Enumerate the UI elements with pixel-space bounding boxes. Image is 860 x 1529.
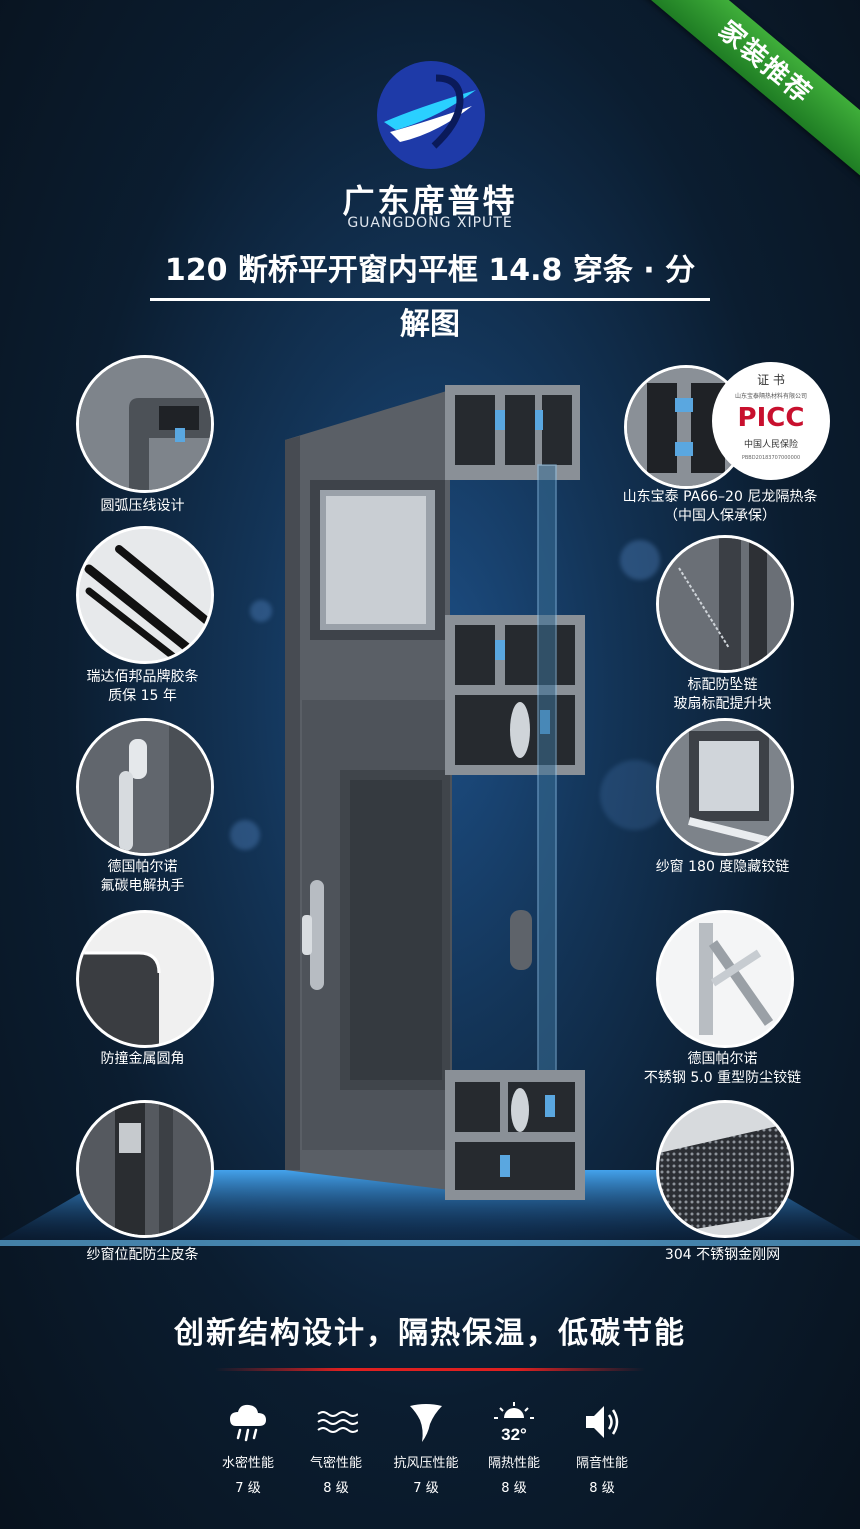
dust-strip-icon <box>79 1103 211 1235</box>
bokeh-light <box>250 600 272 622</box>
steel-hinge-icon <box>659 913 791 1045</box>
feature-caption-left-1: 圆弧压线设计 <box>100 498 185 514</box>
slogan-underline <box>215 1368 645 1371</box>
air-waves-icon <box>317 1411 358 1433</box>
perf-name: 气密性能 <box>309 1456 362 1471</box>
feature-caption-right-3: 纱窗 180 度隐藏铰链 <box>655 859 790 875</box>
sun-temperature-icon: 32° <box>494 1402 534 1444</box>
perf-wind-pressure: 抗风压性能 7 级 <box>376 1400 476 1496</box>
feature-circle-hidden-hinge <box>656 718 794 856</box>
brand-name-en: GUANGDONG XIPUTE <box>347 215 513 231</box>
picc-logo: PICC <box>737 403 805 433</box>
frame-profile-middle <box>445 615 585 775</box>
metal-corner-icon <box>79 913 211 1045</box>
perf-level: 7 级 <box>413 1481 439 1496</box>
perf-level: 8 级 <box>323 1481 349 1496</box>
window-handle <box>310 880 324 990</box>
brand-name-cn: 广东席普特 <box>342 182 518 220</box>
perf-level: 7 级 <box>235 1481 261 1496</box>
perf-level: 8 级 <box>589 1481 615 1496</box>
perf-level: 8 级 <box>501 1481 527 1496</box>
feature-caption-right-4: 德国帕尔诺 不锈钢 5.0 重型防尘铰链 <box>643 1051 802 1086</box>
bokeh-light <box>230 820 260 850</box>
feature-caption-left-2: 瑞达佰邦品牌胶条 质保 15 年 <box>86 669 199 704</box>
feature-circle-metal-corner <box>76 910 214 1048</box>
feature-circle-frame-corner <box>76 355 214 493</box>
temperature-label: 32° <box>501 1425 527 1444</box>
feature-circle-handle <box>76 718 214 856</box>
perf-air-tightness: 气密性能 8 级 <box>286 1400 386 1496</box>
feature-circle-steel-mesh <box>656 1100 794 1238</box>
feature-circle-rubber-seal <box>76 526 214 664</box>
insulated-glass <box>537 464 557 1086</box>
perf-thermal-insulation: 32° 隔热性能 8 级 <box>464 1400 564 1496</box>
feature-circle-steel-hinge <box>656 910 794 1048</box>
hidden-hinge-icon <box>659 721 791 853</box>
rain-cloud-icon <box>230 1404 266 1442</box>
brand-logo-icon <box>377 61 485 169</box>
safety-chain-icon <box>659 538 791 670</box>
handle-icon <box>79 721 211 853</box>
perf-name: 隔热性能 <box>487 1456 540 1471</box>
feature-circle-safety-chain <box>656 535 794 673</box>
rubber-seal-icon <box>79 529 211 661</box>
frame-profile-top <box>445 385 580 480</box>
certificate-subtitle: 中国人民保险 <box>743 440 798 450</box>
feature-caption-right-2: 标配防坠链 玻扇标配提升块 <box>673 677 772 712</box>
frame-corner-icon <box>79 358 211 490</box>
recommend-ribbon: 家装推荐 <box>622 0 860 189</box>
steel-mesh-icon <box>659 1103 791 1235</box>
feature-caption-left-5: 纱窗位配防尘皮条 <box>86 1247 199 1263</box>
perf-sound-insulation: 隔音性能 8 级 <box>552 1400 652 1496</box>
tornado-icon <box>410 1404 442 1442</box>
page-title: 120 断桥平开窗内平框 14.8 穿条 · 分解图 <box>164 253 696 342</box>
certificate-org: 山东宝泰隔热材料有限公司 <box>734 393 807 400</box>
feature-caption-right-1: 山东宝泰 PA66–20 尼龙隔热条 （中国人保承保） <box>622 489 818 524</box>
window-exploded-view <box>285 385 585 1200</box>
speaker-icon <box>586 1406 619 1438</box>
feature-caption-right-5: 304 不锈钢金刚网 <box>664 1247 781 1263</box>
certificate-number: PBBD20183707000000 <box>741 455 801 461</box>
feature-caption-left-3: 德国帕尔诺 氟碳电解执手 <box>100 859 185 894</box>
feature-circle-dust-strip <box>76 1100 214 1238</box>
perf-name: 水密性能 <box>221 1456 274 1471</box>
perf-name: 隔音性能 <box>575 1456 628 1471</box>
bokeh-light <box>620 540 660 580</box>
frame-profile-bottom <box>445 1070 585 1200</box>
certificate-circle: 证 书 山东宝泰隔热材料有限公司 PICC 中国人民保险 PBBD2018370… <box>712 362 830 480</box>
title-bar: 120 断桥平开窗内平框 14.8 穿条 · 分解图 <box>150 244 710 342</box>
feature-caption-left-4: 防撞金属圆角 <box>100 1051 185 1067</box>
mullion <box>510 910 532 970</box>
slogan: 创新结构设计，隔热保温，低碳节能 <box>174 1316 686 1351</box>
perf-water-tightness: 水密性能 7 级 <box>198 1400 298 1496</box>
display-platform <box>0 1170 860 1246</box>
certificate-heading: 证 书 <box>757 373 785 387</box>
perf-name: 抗风压性能 <box>393 1456 459 1471</box>
